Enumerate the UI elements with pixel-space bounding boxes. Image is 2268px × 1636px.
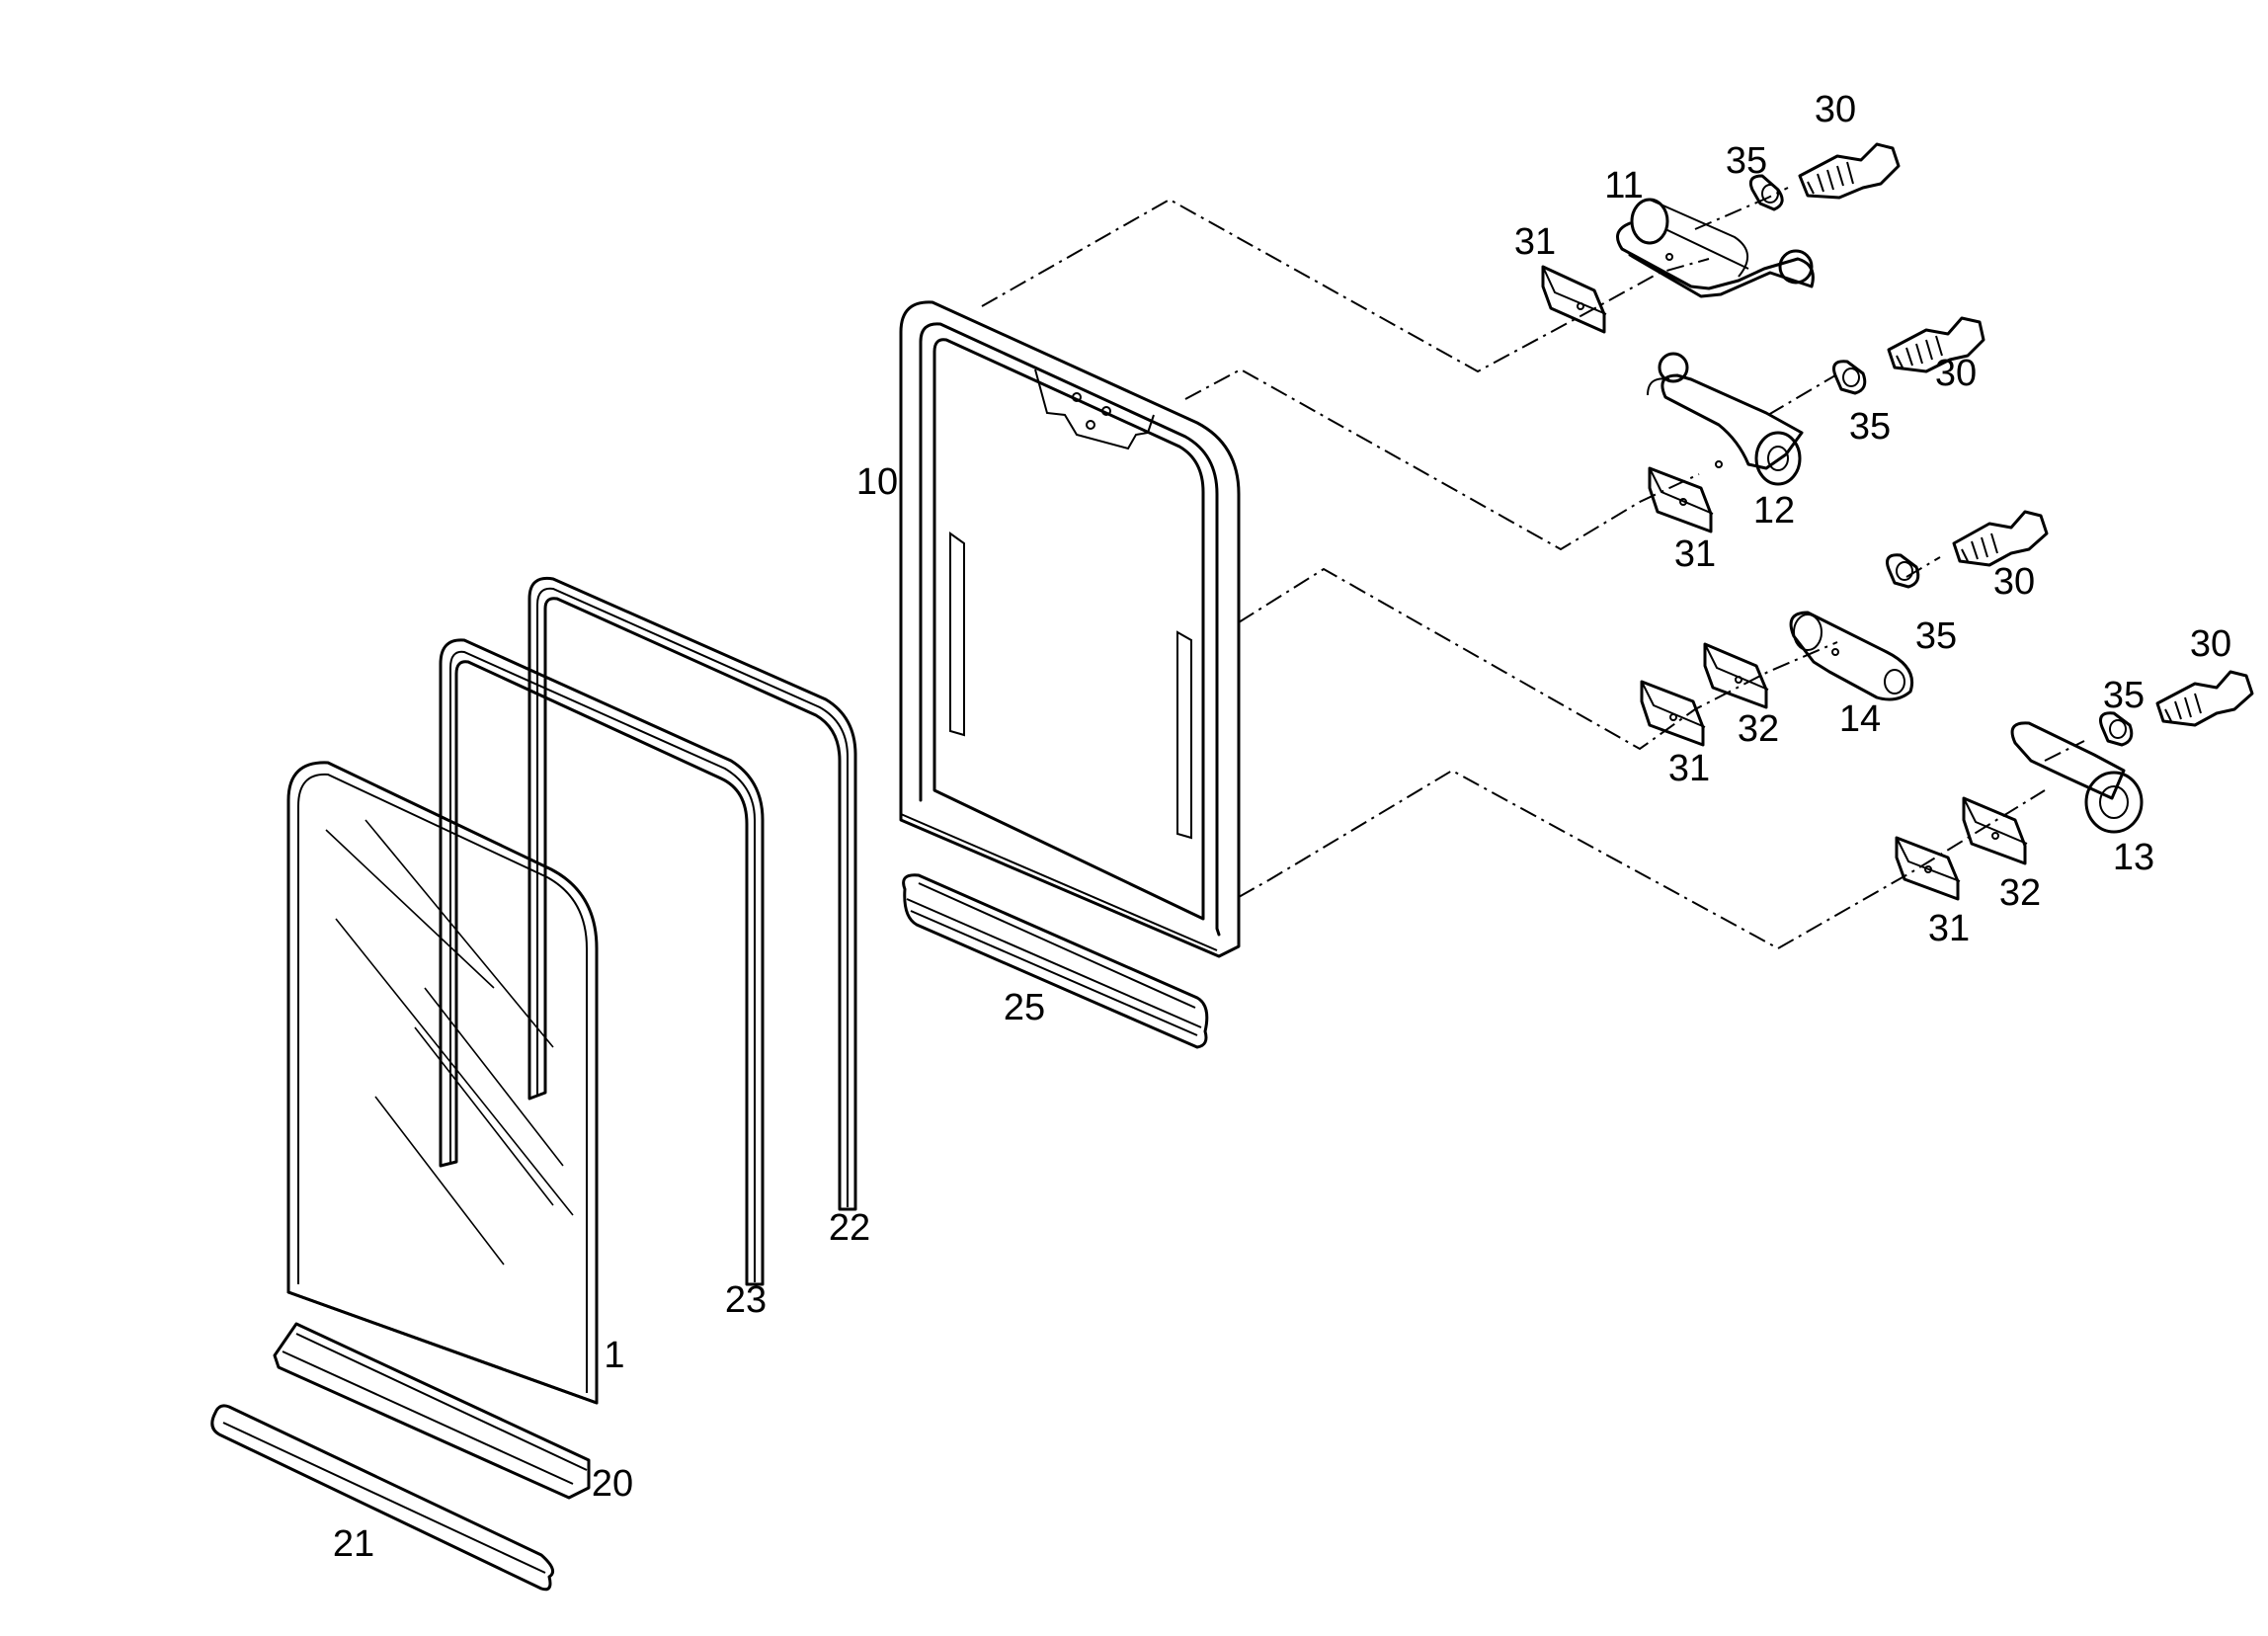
label-part-32-plate13-spacer: 32: [1998, 872, 2042, 914]
label-part-12: 12: [1752, 490, 1796, 532]
label-part-31-plate14-shim: 31: [1667, 748, 1711, 789]
label-part-13: 13: [2112, 837, 2155, 878]
hinge-plate-13-assembly: [1895, 670, 2254, 901]
label-part-35-plate13-washer: 35: [2102, 675, 2146, 716]
label-part-35-lower-hinge-washer: 35: [1848, 406, 1892, 448]
leader-lines: [981, 187, 2085, 950]
part-21-outer-bottom-seal: [210, 1404, 555, 1592]
label-part-31-lower-hinge-shim: 31: [1673, 533, 1717, 575]
label-part-23: 23: [724, 1279, 768, 1321]
hinge-plate-14-assembly: [1640, 510, 2049, 747]
label-part-1: 1: [604, 1335, 625, 1376]
label-part-30-lower-hinge-screw: 30: [1934, 353, 1978, 394]
upper-hinge-assembly: [1541, 142, 1901, 334]
part-1-glass-pane: [286, 761, 599, 1405]
part-25-frame-bottom-seal: [902, 873, 1209, 1049]
label-part-25: 25: [1003, 987, 1046, 1028]
part-10-door-frame: [899, 300, 1241, 958]
label-part-31-upper-hinge-shim: 31: [1513, 221, 1557, 263]
label-part-30-upper-hinge-screw: 30: [1814, 89, 1857, 130]
label-part-11: 11: [1604, 165, 1644, 206]
part-22-inner-seal: [527, 576, 857, 1211]
label-part-22: 22: [828, 1207, 871, 1249]
part-20-inner-bottom-seal: [273, 1322, 591, 1500]
label-part-30-plate13-screw: 30: [2189, 623, 2232, 665]
label-part-32-plate14-spacer: 32: [1737, 708, 1780, 750]
label-part-31-plate13-shim: 31: [1927, 908, 1971, 949]
label-part-10: 10: [855, 461, 899, 503]
label-part-14: 14: [1838, 698, 1882, 740]
label-part-35-plate14-washer: 35: [1914, 615, 1958, 657]
label-part-35-upper-hinge-washer: 35: [1725, 140, 1768, 182]
part-23-inner-seal: [439, 638, 765, 1286]
label-part-20: 20: [591, 1463, 634, 1505]
label-part-21: 21: [332, 1523, 375, 1565]
lower-hinge-assembly: [1647, 316, 1985, 533]
label-part-30-plate14-screw: 30: [1992, 561, 2036, 603]
